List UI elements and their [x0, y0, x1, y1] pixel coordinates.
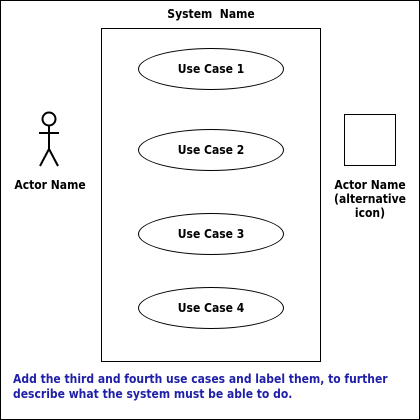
- alt-actor-label-line2: (alternative icon): [334, 192, 406, 220]
- actor-label: Actor Name: [14, 178, 86, 192]
- use-case-1[interactable]: Use Case 1: [138, 48, 284, 90]
- system-title: System Name: [167, 7, 255, 21]
- use-case-3[interactable]: Use Case 3: [138, 213, 284, 255]
- square-icon: [344, 114, 396, 166]
- alt-actor-label: Actor Name (alternative icon): [319, 178, 420, 220]
- stick-figure-icon: [39, 111, 59, 167]
- instruction-text: Add the third and fourth use cases and l…: [13, 372, 388, 401]
- use-case-4[interactable]: Use Case 4: [138, 287, 284, 329]
- alt-actor-label-line1: Actor Name: [334, 178, 406, 192]
- use-case-2[interactable]: Use Case 2: [138, 129, 284, 171]
